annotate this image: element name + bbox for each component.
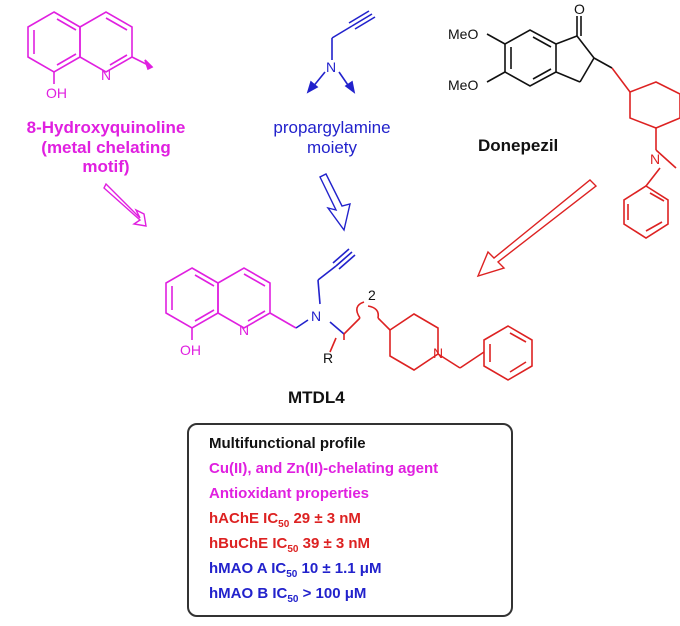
profile-chelation: Cu(II), and Zn(II)-chelating agent <box>209 460 439 477</box>
ache-sub: 50 <box>278 519 290 530</box>
mtdl4-n-index: 2 <box>368 287 376 303</box>
donepezil-benzylpiperidine <box>611 67 680 239</box>
profile-buche: hBuChE IC50 39 ± 3 nM <box>209 535 370 555</box>
donepezil-indanone <box>486 16 613 87</box>
prop-title-line2: moiety <box>306 137 358 157</box>
hq-title-line2: (metal chelating <box>41 137 171 157</box>
buche-sub: 50 <box>287 544 299 555</box>
profile-antioxidant: Antioxidant properties <box>209 485 370 502</box>
profile-title: Multifunctional profile <box>209 435 366 452</box>
mtdl4-quinoline <box>165 267 297 340</box>
profile-maoa: hMAO A IC50 10 ± 1.1 μM <box>209 560 381 580</box>
mtdl4-title: MTDL4 <box>288 388 345 407</box>
profile-maob: hMAO B IC50 > 100 μM <box>209 585 366 605</box>
hq-n-label: N <box>101 67 111 83</box>
prop-title: propargylamine moiety <box>252 118 412 157</box>
mtdl4-linker <box>329 301 533 381</box>
mtdl4-quin-n-label: N <box>239 322 249 338</box>
profile-box: Multifunctional profile Cu(II), and Zn(I… <box>187 423 513 617</box>
donepezil-o-label: O <box>574 1 585 17</box>
mtdl4-pip-n-label: N <box>433 345 443 361</box>
hq-title-line1: 8-Hydroxyquinoline <box>26 118 186 137</box>
profile-ache: hAChE IC50 29 ± 3 nM <box>209 510 361 530</box>
ache-label: hAChE IC <box>209 510 279 527</box>
buche-value: 39 ± 3 nM <box>298 535 371 552</box>
maoa-value: 10 ± 1.1 μM <box>297 560 382 577</box>
mtdl4-oh-label: OH <box>180 342 201 358</box>
mtdl4-amine-n-label: N <box>311 308 321 324</box>
prop-title-line1: propargylamine <box>273 118 391 137</box>
donepezil-n-label: N <box>650 151 660 167</box>
donepezil-meo-bottom: MeO <box>448 77 478 93</box>
maob-label: hMAO B IC <box>209 585 288 602</box>
hydroxyquinoline-structure <box>27 11 154 84</box>
maob-sub: 50 <box>287 594 299 605</box>
ache-value: 29 ± 3 nM <box>289 510 361 527</box>
arrow-from-donepezil <box>476 179 598 278</box>
maoa-sub: 50 <box>286 569 298 580</box>
propargylamine-structure <box>306 10 376 94</box>
arrow-from-hydroxyquinoline <box>103 182 147 227</box>
hq-title: 8-Hydroxyquinoline (metal chelating moti… <box>6 118 206 177</box>
maob-value: > 100 μM <box>298 585 367 602</box>
prop-n-label: N <box>326 59 336 75</box>
mtdl4-r-label: R <box>323 350 333 366</box>
hq-title-line3: motif) <box>82 157 130 177</box>
donepezil-title: Donepezil <box>478 136 559 155</box>
mtdl4-propargyl <box>295 248 356 335</box>
buche-label: hBuChE IC <box>209 535 288 552</box>
hq-oh-label: OH <box>46 85 67 101</box>
arrow-from-propargylamine <box>319 173 351 232</box>
donepezil-meo-top: MeO <box>448 26 478 42</box>
maoa-label: hMAO A IC <box>209 560 287 577</box>
